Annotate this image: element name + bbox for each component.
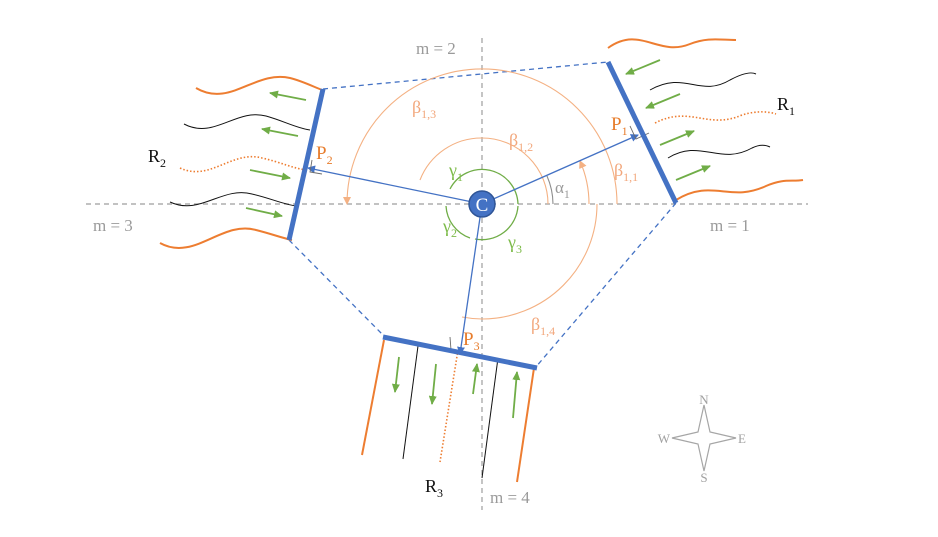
ray-to-P2 [307, 165, 483, 205]
compass-south-label: S [700, 470, 707, 485]
flow-arrows [245, 59, 711, 419]
m2-label: m = 2 [416, 39, 456, 58]
wall-R3 [382, 334, 538, 371]
reflector-R1 [607, 38, 804, 201]
ray-to-P3 [457, 203, 483, 355]
ray-vectors [307, 134, 639, 355]
m4-label: m = 4 [490, 488, 530, 507]
ray-to-P1 [481, 134, 639, 205]
P1-label: P1 [611, 114, 628, 138]
compass-west-label: W [658, 431, 671, 446]
wall-R1 [605, 60, 679, 205]
reflector-R2 [159, 75, 323, 249]
m1-label: m = 1 [710, 216, 750, 235]
gamma-3-label: γ3 [507, 232, 522, 256]
beta-1-4-arc [461, 203, 598, 320]
beta-1-4-label: β1,4 [531, 314, 555, 338]
wall-R2 [286, 88, 326, 241]
beta-1-2-label: β1,2 [509, 130, 533, 154]
beta-1-1-arc [579, 160, 590, 205]
compass-east-label: E [738, 431, 746, 446]
gamma-arcs [445, 168, 519, 241]
beta-1-3-arc [343, 68, 618, 205]
compass-north-label: N [699, 392, 709, 407]
compass-rose-icon: N E S W [658, 392, 746, 485]
center-label: C [476, 195, 489, 216]
alpha-1-label: α1 [555, 178, 570, 201]
center-point [468, 190, 496, 218]
beta-1-1-label: β1,1 [614, 160, 638, 184]
P2-label: P2 [316, 143, 333, 167]
R3-label: R3 [425, 476, 443, 500]
R2-label: R2 [148, 146, 166, 170]
P3-label: P3 [463, 329, 480, 353]
wall-connector-lines [288, 61, 677, 369]
m3-label: m = 3 [93, 216, 133, 235]
reflector-R3 [361, 339, 535, 483]
alpha-1-arc [546, 175, 554, 205]
gamma-2-label: γ2 [442, 216, 457, 240]
R1-label: R1 [777, 94, 795, 118]
beta-1-3-label: β1,3 [412, 97, 436, 121]
gamma-1-label: γ1 [448, 160, 463, 184]
